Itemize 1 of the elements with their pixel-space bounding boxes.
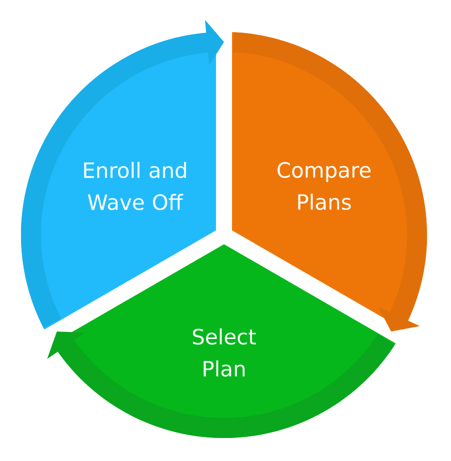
curved-arrow [47,332,395,438]
